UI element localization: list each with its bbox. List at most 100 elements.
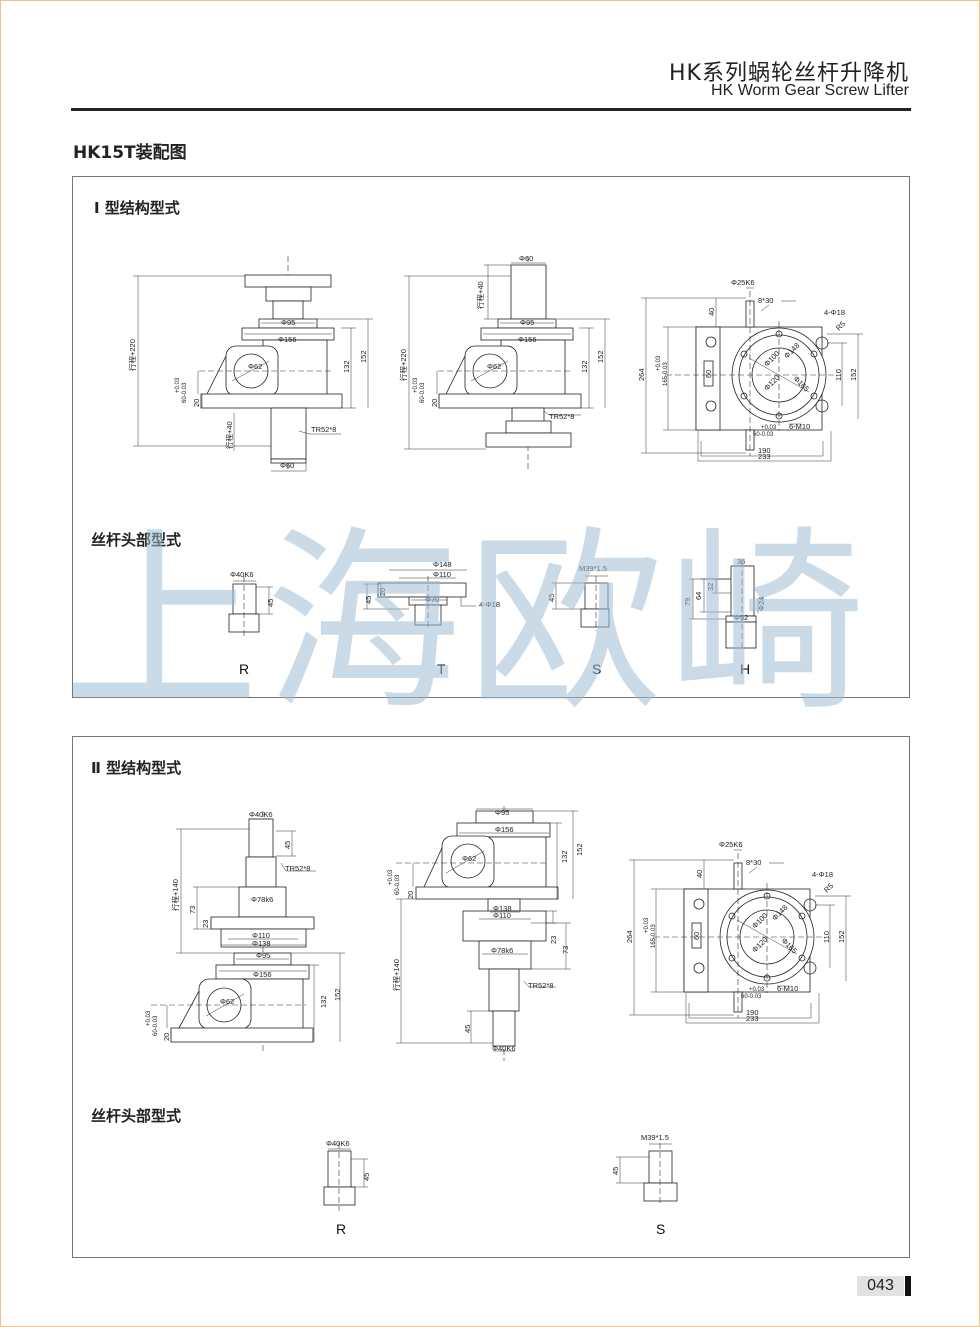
dim-label: +0.03 — [761, 425, 777, 431]
dim-label: 73 — [561, 946, 570, 954]
dim-label: Φ40K6 — [492, 1044, 516, 1053]
dim-label: 152 — [849, 368, 858, 381]
dim-label: 6-M10 — [777, 984, 798, 993]
dim-label: 60 — [704, 370, 713, 378]
dim-label: 40 — [695, 870, 704, 878]
dim-label: 20 — [192, 399, 201, 407]
dim-label: Φ78k6 — [491, 946, 513, 955]
dim-label: 32 — [706, 583, 715, 591]
head-type-label: T — [437, 661, 446, 677]
dim-label: 行程+220 — [398, 349, 408, 381]
section1-head-title: 丝杆头部型式 — [91, 531, 182, 549]
section2-title: Ⅱ 型结构型式 — [91, 759, 182, 777]
dim-label: 行程+220 — [127, 339, 137, 371]
dim-label: Φ95 — [520, 318, 534, 327]
dim-label: 45 — [283, 841, 292, 849]
dim-label: +0.03 — [175, 377, 181, 393]
header-title-en: HK Worm Gear Screw Lifter — [711, 82, 909, 99]
dim-label: 132 — [580, 360, 589, 373]
dim-label: M39*1.5 — [579, 564, 607, 573]
dim-label: M39*1.5 — [641, 1133, 669, 1142]
dim-label: 165-0.03 — [663, 362, 669, 386]
dim-label: Φ40K6 — [230, 570, 254, 579]
head-type-label: S — [656, 1221, 665, 1237]
panel-type-1 — [72, 176, 910, 698]
s2-head-s: M39*1.5 45 S — [611, 1133, 678, 1237]
dim-label: 行程+40 — [224, 421, 234, 449]
dim-label: 152 — [333, 988, 342, 1001]
dim-label: 233 — [758, 452, 771, 461]
dim-label: 8*30 — [746, 858, 761, 867]
dim-label: 110 — [834, 369, 843, 381]
dim-label: Φ62 — [220, 997, 234, 1006]
dim-label: 20 — [162, 1033, 171, 1041]
dim-label: 6-M10 — [789, 422, 810, 431]
dim-label: Φ60 — [280, 461, 294, 470]
dim-label: 110 — [822, 931, 831, 943]
dim-label: 45 — [362, 1173, 371, 1181]
head-type-label: S — [592, 661, 601, 677]
dim-label: 152 — [596, 350, 605, 363]
s1-head-s: M39*1.5 45 S — [547, 564, 610, 677]
dim-label: 40 — [707, 308, 716, 316]
dim-label: +0.03 — [146, 1010, 152, 1026]
dim-label: 45 — [547, 594, 556, 602]
dim-label: 45 — [364, 596, 373, 604]
dim-label: 60-0.03 — [153, 1015, 159, 1036]
dim-label: Φ138 — [252, 939, 271, 948]
header-rule — [71, 108, 911, 111]
dim-label: Φ148 — [433, 560, 452, 569]
dim-label: Φ110 — [433, 570, 451, 579]
dim-label: 20 — [378, 588, 387, 596]
dim-label: 264 — [625, 930, 634, 943]
panel-type-2 — [72, 736, 910, 1258]
dim-label: 60-0.03 — [395, 874, 401, 895]
dim-label: Φ156 — [495, 825, 514, 834]
dim-label: +0.03 — [413, 377, 419, 393]
dim-label: 45 — [611, 1167, 620, 1175]
dim-label: 20 — [430, 399, 439, 407]
dim-label: Φ40K6 — [249, 810, 273, 819]
dim-label: 60 — [692, 932, 701, 940]
s2-front-up-drawing: Φ40K6 45 TR52*8 行程+140 73 Φ78k6 23 Φ110 … — [146, 810, 345, 1051]
dim-label: 79 — [683, 598, 692, 606]
dim-label: Φ25K6 — [731, 278, 755, 287]
dim-label: Φ52 — [734, 613, 748, 622]
s2-top-view-drawing: Φ25K6 8*30 40 4-Φ18 R5 264 +0.03 165-0.0… — [625, 840, 851, 1024]
dim-label: Φ78k6 — [251, 895, 273, 904]
dim-label: TR52*8 — [285, 864, 310, 873]
dim-label: 4-Φ18 — [479, 600, 500, 609]
dim-label: 165-0.03 — [651, 924, 657, 948]
dim-label: 132 — [560, 850, 569, 863]
page-number: 043 — [857, 1276, 904, 1296]
dim-label: TR52*8 — [528, 981, 553, 990]
head-type-label: R — [336, 1221, 346, 1237]
dim-label: +0.03 — [656, 355, 662, 371]
s1-top-view-drawing: Φ25K6 8*30 40 4-Φ18 R5 264 +0.03 165-0.0… — [637, 278, 863, 462]
dim-label: Φ95 — [281, 318, 295, 327]
dim-label: Φ156 — [518, 335, 537, 344]
dim-label: 73 — [188, 906, 197, 914]
page-number-bar — [905, 1276, 911, 1296]
dim-label: Φ70 — [425, 595, 439, 604]
dim-label: Φ25K6 — [719, 840, 743, 849]
s2-head-r: Φ40K6 45 R — [323, 1139, 371, 1237]
dim-label: 36 — [737, 557, 745, 566]
dim-label: 64 — [694, 592, 703, 600]
s1-front-down-drawing: Φ60 行程+40 Φ95 Φ156 Φ62 132 152 行程+220 +0… — [398, 254, 610, 469]
head-type-label: H — [740, 661, 750, 677]
dim-label: 4-Φ18 — [824, 308, 845, 317]
dim-label: Φ62 — [487, 362, 501, 371]
dim-label: 190 — [758, 446, 771, 455]
dim-label: 行程+40 — [475, 281, 485, 309]
dim-label: 行程+140 — [391, 959, 401, 991]
page-title: HK15T装配图 — [73, 143, 187, 163]
s1-head-t: Φ148 Φ110 20 45 Φ70 4-Φ18 T — [363, 560, 500, 677]
dim-label: 152 — [359, 350, 368, 363]
s1-head-r: Φ40K6 45 R — [228, 570, 275, 677]
dim-label: Φ60 — [519, 254, 533, 263]
dim-label: Φ156 — [253, 970, 272, 979]
dim-label: TR52*8 — [549, 412, 574, 421]
dim-label: 190 — [746, 1008, 759, 1017]
